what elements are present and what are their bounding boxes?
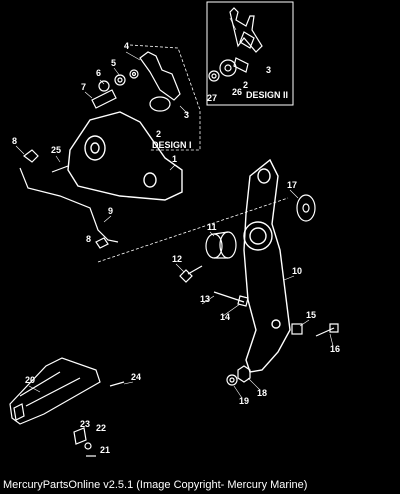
callout-12: 12 xyxy=(172,254,182,264)
long-arm xyxy=(243,158,291,373)
design-two-bracket xyxy=(208,7,263,82)
washer-17 xyxy=(296,194,316,222)
copyright-footer: MercuryPartsOnline v2.5.1 (Image Copyrig… xyxy=(3,479,308,491)
callout-24: 24 xyxy=(131,372,141,382)
callout-27: 27 xyxy=(207,93,217,103)
design-one-label: DESIGN I xyxy=(152,140,192,150)
design-one-number: 2 xyxy=(156,129,161,139)
washer-19 xyxy=(226,374,238,386)
callout-1: 1 xyxy=(172,154,177,164)
nut-18 xyxy=(237,365,251,383)
leader-lines xyxy=(15,17,334,399)
callout-3-design-two: 3 xyxy=(266,65,271,75)
callout-8-bottom: 8 xyxy=(86,234,91,244)
bushing-15 xyxy=(291,323,303,335)
callout-7: 7 xyxy=(81,82,86,92)
callout-6: 6 xyxy=(96,68,101,78)
bolt-12 xyxy=(179,265,203,283)
callout-9: 9 xyxy=(108,206,113,216)
callout-14: 14 xyxy=(220,312,230,322)
design-two-inset-box xyxy=(206,1,294,106)
callout-18: 18 xyxy=(257,388,267,398)
callout-3: 3 xyxy=(184,110,189,120)
callout-26: 26 xyxy=(232,87,242,97)
bolt-16 xyxy=(315,323,339,337)
callout-16: 16 xyxy=(330,344,340,354)
mount-plate xyxy=(67,111,183,201)
callout-25: 25 xyxy=(51,145,61,155)
callout-17: 17 xyxy=(287,180,297,190)
callout-20: 20 xyxy=(25,375,35,385)
design-one-dashed-box xyxy=(129,44,201,151)
callout-15: 15 xyxy=(306,310,316,320)
callout-10: 10 xyxy=(292,266,302,276)
bolt-13-14 xyxy=(213,291,249,307)
design-two-label: DESIGN II xyxy=(246,90,288,100)
callout-2-design-two: 2 xyxy=(243,80,248,90)
callout-4: 4 xyxy=(124,41,129,51)
design-one-bracket xyxy=(91,51,181,112)
callout-21: 21 xyxy=(100,445,110,455)
alignment-dashed-line xyxy=(97,197,289,263)
callout-11: 11 xyxy=(207,222,217,232)
shift-rod xyxy=(19,149,119,249)
bushing-11 xyxy=(205,231,237,259)
callout-8-top: 8 xyxy=(12,136,17,146)
callout-22: 22 xyxy=(96,423,106,433)
callout-19: 19 xyxy=(239,396,249,406)
callout-13: 13 xyxy=(200,294,210,304)
callout-5: 5 xyxy=(111,58,116,68)
callout-23: 23 xyxy=(80,419,90,429)
lower-assembly xyxy=(9,357,125,425)
small-parts-21-23 xyxy=(73,427,96,457)
